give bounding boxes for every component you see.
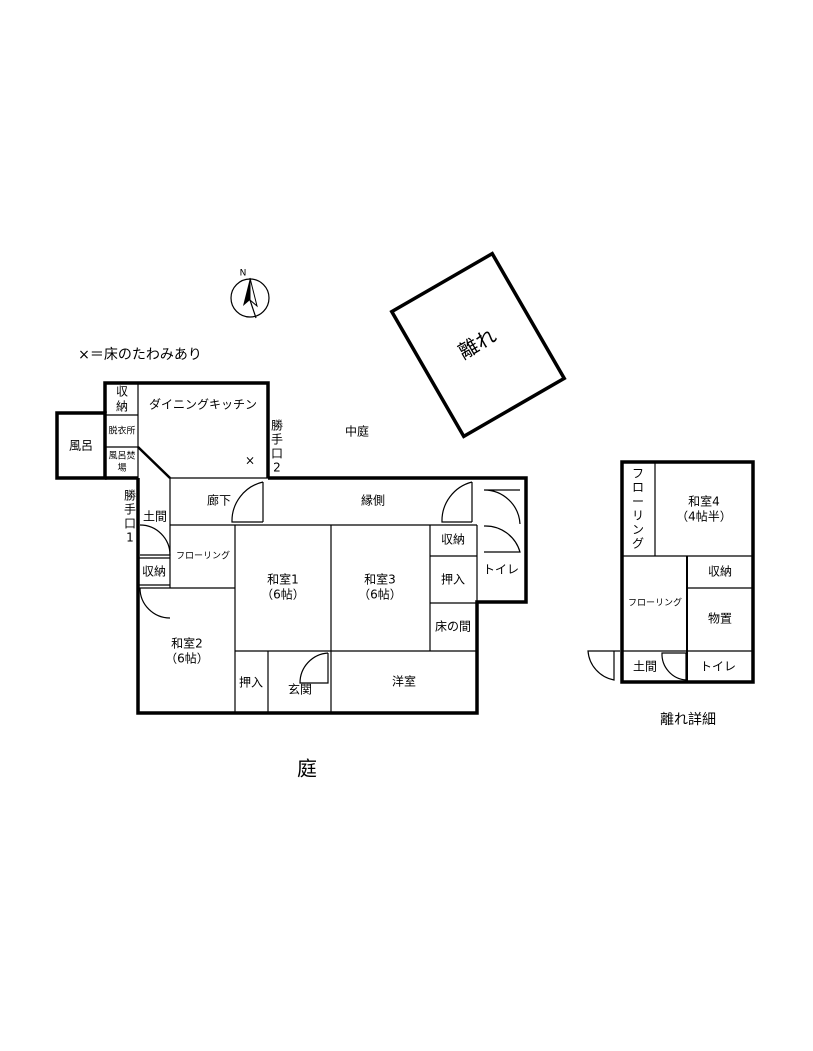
annex-flooring-vertical: ン (632, 523, 644, 537)
room-dressing: 脱衣所 (108, 425, 135, 437)
floor-sag-mark: × (245, 454, 255, 468)
annex-flooring-vertical: ー (632, 495, 644, 509)
room-washitsu1-size: （6帖） (261, 587, 305, 602)
garden-label: 庭 (297, 757, 317, 781)
annex-flooring-vertical: ロ (632, 481, 644, 495)
room-storage-small: 収納 (142, 565, 166, 579)
annex-flooring-vertical: フ (632, 467, 644, 481)
room-washitsu3-size: （6帖） (358, 587, 402, 602)
room-dining-kitchen: ダイニングキッチン (149, 397, 257, 412)
annex-flooring-vertical: リ (632, 509, 644, 523)
back-door-1-label: 手 (124, 503, 136, 517)
room-bath: 風呂 (69, 439, 93, 453)
annex-shed: 物置 (708, 612, 732, 626)
annex-flooring: フローリング (628, 597, 682, 609)
compass-icon: N (230, 269, 270, 319)
room-washitsu1: 和室1 (267, 572, 299, 587)
room-entrance: 玄関 (288, 682, 312, 697)
back-door-1-label: 勝 (124, 488, 136, 503)
annex-detail: フ ロ ー リ ン グ 和室4 （4帖半） 収納 フローリング 物置 土間 トイ… (587, 460, 755, 684)
room-storage-top: 収 (116, 385, 128, 399)
room-bath-boiler-2: 場 (117, 462, 126, 474)
annex-washitsu4-size: （4帖半） (676, 509, 732, 524)
room-washitsu2-size: （6帖） (165, 651, 209, 666)
room-storage-top-2: 納 (116, 400, 128, 414)
back-door-2-label: 手 (271, 433, 283, 447)
room-washitsu3: 和室3 (364, 572, 396, 587)
room-tokonoma: 床の間 (435, 620, 471, 634)
courtyard-label: 中庭 (345, 424, 369, 439)
room-engawa: 縁側 (361, 493, 385, 508)
main-house (55, 381, 528, 715)
back-door-1-label: 1 (126, 531, 134, 545)
annex-toilet: トイレ (700, 660, 736, 674)
room-storage-right: 収納 (441, 533, 465, 547)
annex-washitsu4: 和室4 (688, 494, 720, 509)
compass-north-label: N (240, 269, 247, 279)
annex-flooring-vertical: グ (632, 537, 644, 551)
annex-building: 離れ (389, 251, 567, 439)
annex-detail-title: 離れ詳細 (660, 711, 716, 728)
back-door-2-label: 勝 (271, 418, 283, 433)
room-corridor: 廊下 (207, 493, 231, 508)
room-doma: 土間 (143, 510, 167, 524)
room-bath-boiler: 風呂焚 (108, 451, 135, 462)
back-door-2-label: 口 (271, 447, 283, 461)
room-flooring: フローリング (176, 550, 230, 562)
room-western: 洋室 (392, 674, 416, 689)
room-closet-bottom: 押入 (239, 676, 263, 690)
back-door-2-label: 2 (273, 461, 281, 475)
annex-doma: 土間 (633, 660, 657, 674)
legend-text: ×＝床のたわみあり (78, 347, 202, 363)
annex-storage: 収納 (708, 565, 732, 579)
room-closet-right: 押入 (441, 573, 465, 587)
back-door-1-label: 口 (124, 517, 136, 531)
room-washitsu2: 和室2 (171, 636, 203, 651)
annex-label: 離れ (454, 323, 501, 364)
main-house-labels: 収 納 脱衣所 風呂焚 場 風呂 ダイニングキッチン × 勝 手 口 2 勝 手… (69, 385, 519, 697)
room-toilet: トイレ (483, 563, 519, 577)
